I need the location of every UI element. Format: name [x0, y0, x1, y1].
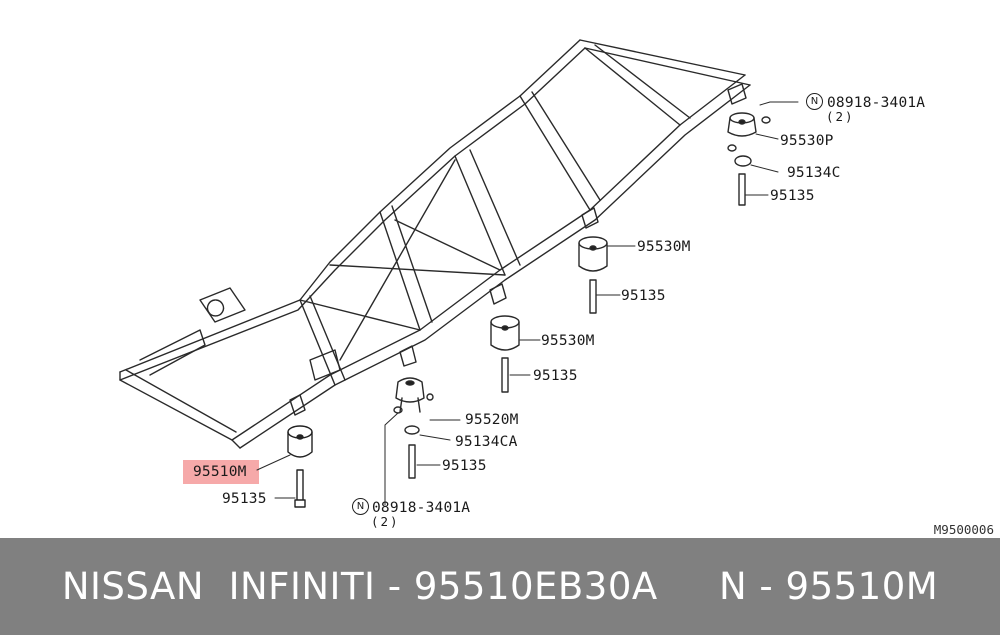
crossmember-2	[379, 205, 433, 331]
mount-95530M-rear	[578, 236, 608, 314]
mount-95530M-mid	[490, 315, 520, 393]
label-95135-second: 95135	[442, 458, 487, 474]
label-95135-rear: 95135	[621, 288, 666, 304]
label-95135-top: 95135	[770, 188, 815, 204]
label-95135-mid: 95135	[533, 368, 578, 384]
part-highlight	[183, 460, 259, 484]
label-95134C: 95134C	[787, 165, 841, 181]
label-95530M-rear: 95530M	[637, 239, 691, 255]
crossmember-4	[519, 91, 601, 211]
frame-drawing	[119, 39, 799, 508]
mount-bracket	[289, 83, 747, 416]
mount-95520M	[395, 377, 434, 413]
label-qty-bottom: (2)	[371, 514, 400, 529]
label-95530P: 95530P	[780, 133, 834, 149]
label-95135-front: 95135	[222, 491, 267, 507]
footer-bar: NISSAN INFINITI - 95510EB30A N - 95510M	[0, 538, 1000, 635]
crossmember-3	[454, 149, 521, 276]
parts-diagram: 95510M 95135 95520M 95134CA 95135 95530M…	[119, 39, 994, 537]
reference-code: M9500006	[933, 522, 994, 537]
label-95520M: 95520M	[465, 412, 519, 428]
leader-lines	[256, 101, 799, 506]
part-number-caption: NISSAN INFINITI - 95510EB30A N - 95510M	[61, 565, 939, 608]
n-symbol-icon: N	[806, 93, 823, 110]
front-crossmember	[119, 369, 241, 449]
label-95510M: 95510M	[193, 464, 247, 480]
label-95134CA: 95134CA	[455, 434, 518, 450]
bolt-95135-b	[408, 444, 416, 479]
label-08918-3401A-top: 08918-3401A	[827, 95, 926, 111]
crossmember-5	[584, 44, 691, 126]
n-symbol-icon: N	[352, 498, 369, 515]
label-95530M-mid: 95530M	[541, 333, 595, 349]
washer-95134CA	[404, 425, 420, 435]
label-08918-3401A-bottom: 08918-3401A	[372, 500, 471, 516]
mount-95510M	[287, 425, 313, 508]
right-frame-rail	[231, 74, 751, 449]
left-frame-rail	[119, 39, 586, 381]
mount-95530P	[727, 112, 771, 206]
label-qty-top: (2)	[826, 109, 855, 124]
